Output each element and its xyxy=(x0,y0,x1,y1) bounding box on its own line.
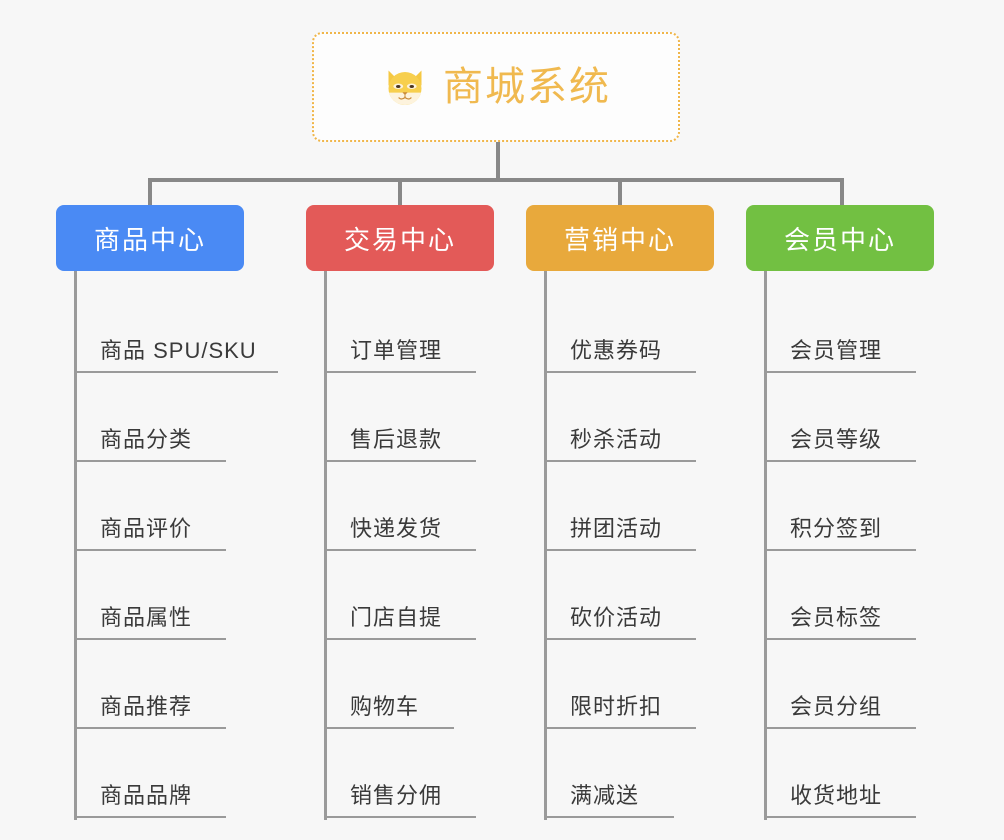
root-node-mall-system[interactable]: 商城系统 xyxy=(312,32,680,142)
leaf-item[interactable]: 订单管理 xyxy=(324,338,476,374)
leaf-item[interactable]: 销售分佣 xyxy=(324,783,476,819)
leaf-item[interactable]: 会员分组 xyxy=(764,694,916,730)
leaf-item[interactable]: 收货地址 xyxy=(764,783,916,819)
branch-header-label: 商品中心 xyxy=(93,224,206,255)
branch-column-2: 交易中心订单管理售后退款快递发货门店自提购物车销售分佣 xyxy=(0,205,1004,840)
leaf-item[interactable]: 商品品牌 xyxy=(74,783,226,819)
branch-header-4[interactable]: 会员中心 xyxy=(746,205,934,271)
leaf-item[interactable]: 商品 SPU/SKU xyxy=(74,338,278,374)
leaf-item[interactable]: 商品属性 xyxy=(74,605,226,641)
branch-drop-connector-2 xyxy=(398,178,402,206)
branch-header-2[interactable]: 交易中心 xyxy=(306,205,494,271)
leaf-item[interactable]: 限时折扣 xyxy=(544,694,696,730)
leaf-item[interactable]: 秒杀活动 xyxy=(544,427,696,463)
leaf-item[interactable]: 拼团活动 xyxy=(544,516,696,552)
leaf-item[interactable]: 会员管理 xyxy=(764,338,916,374)
leaf-item[interactable]: 优惠券码 xyxy=(544,338,696,374)
leaf-item[interactable]: 积分签到 xyxy=(764,516,916,552)
branch-drop-connector-1 xyxy=(148,178,152,206)
branch-header-label: 营销中心 xyxy=(563,224,676,255)
branch-spine-3 xyxy=(544,271,547,820)
leaf-item[interactable]: 商品评价 xyxy=(74,516,226,552)
branch-drop-connector-4 xyxy=(840,178,844,206)
leaf-item[interactable]: 快递发货 xyxy=(324,516,476,552)
branch-column-1: 商品中心商品 SPU/SKU 商品分类商品评价商品属性商品推荐商品品牌 xyxy=(0,205,1004,840)
horizontal-bus-connector xyxy=(148,178,844,182)
leaf-item[interactable]: 会员标签 xyxy=(764,605,916,641)
leaf-item[interactable]: 售后退款 xyxy=(324,427,476,463)
branch-header-3[interactable]: 营销中心 xyxy=(526,205,714,271)
leaf-item[interactable]: 满减送 xyxy=(544,783,674,819)
branch-header-label: 会员中心 xyxy=(783,224,896,255)
leaf-item[interactable]: 商品推荐 xyxy=(74,694,226,730)
root-stem-connector xyxy=(496,142,500,180)
branch-spine-4 xyxy=(764,271,767,820)
leaf-item[interactable]: 门店自提 xyxy=(324,605,476,641)
leaf-item[interactable]: 砍价活动 xyxy=(544,605,696,641)
branch-header-1[interactable]: 商品中心 xyxy=(56,205,244,271)
leaf-item[interactable]: 购物车 xyxy=(324,694,454,730)
root-title-label: 商城系统 xyxy=(443,65,611,109)
branch-column-4: 会员中心会员管理会员等级积分签到会员标签会员分组收货地址 xyxy=(0,205,1004,840)
branch-column-3: 营销中心优惠券码秒杀活动拼团活动砍价活动限时折扣满减送 xyxy=(0,205,1004,840)
branch-header-label: 交易中心 xyxy=(343,224,456,255)
leaf-item[interactable]: 商品分类 xyxy=(74,427,226,463)
leaf-item[interactable]: 会员等级 xyxy=(764,427,916,463)
branch-spine-1 xyxy=(74,271,77,820)
branch-spine-2 xyxy=(324,271,327,820)
branch-drop-connector-3 xyxy=(618,178,622,206)
shiba-dog-face-icon xyxy=(388,70,422,105)
